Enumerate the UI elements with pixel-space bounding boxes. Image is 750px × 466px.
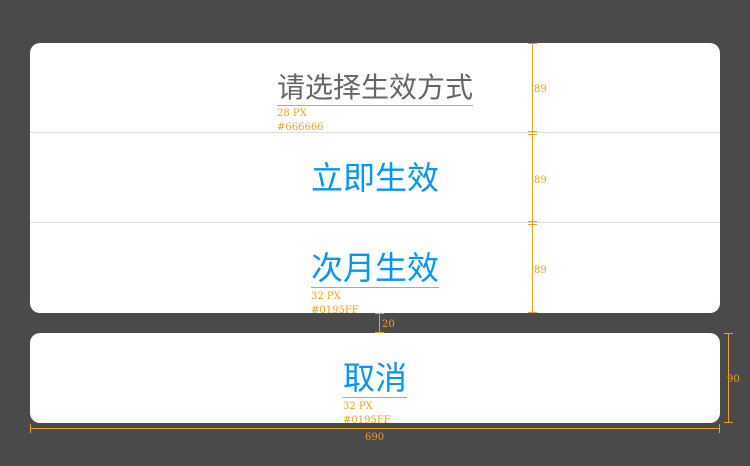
cancel-button[interactable]: 取消 32 PX #0195FF bbox=[30, 333, 720, 426]
guide-tick bbox=[375, 313, 384, 314]
gap-label: 20 bbox=[382, 319, 395, 330]
row3-height-label: 89 bbox=[534, 265, 547, 276]
row1-height-label: 89 bbox=[534, 84, 547, 95]
action-sheet: 请选择生效方式 28 PX #666666 立即生效 次月生效 32 PX #0… bbox=[30, 43, 720, 313]
guide-tick bbox=[719, 424, 720, 433]
cancel-label[interactable]: 取消 bbox=[342, 359, 407, 398]
guide-tick bbox=[528, 131, 537, 132]
guide-tick bbox=[528, 224, 537, 225]
row2-height-label: 89 bbox=[534, 175, 547, 186]
row-height-guide bbox=[532, 43, 533, 313]
guide-tick bbox=[528, 43, 537, 44]
guide-tick bbox=[528, 221, 537, 222]
gap-guide bbox=[379, 313, 380, 333]
option-next-month-row[interactable]: 次月生效 32 PX #0195FF bbox=[30, 223, 720, 314]
option-immediate-button[interactable]: 立即生效 bbox=[310, 158, 439, 197]
width-label: 690 bbox=[365, 432, 385, 443]
title-font-size-annotation: 28 PX bbox=[276, 107, 307, 119]
option-color-annotation: #0195FF bbox=[310, 304, 359, 314]
title-color-annotation: #666666 bbox=[276, 121, 324, 133]
cancel-height-label: 90 bbox=[727, 374, 740, 385]
action-sheet-title: 请选择生效方式 bbox=[276, 70, 473, 106]
guide-tick bbox=[724, 422, 733, 423]
width-guide bbox=[30, 428, 720, 429]
guide-tick bbox=[724, 333, 733, 334]
option-next-month-button[interactable]: 次月生效 bbox=[310, 248, 439, 288]
cancel-font-size-annotation: 32 PX bbox=[342, 401, 373, 412]
action-sheet-title-row: 请选择生效方式 28 PX #666666 bbox=[30, 43, 720, 133]
option-font-size-annotation: 32 PX bbox=[310, 290, 341, 302]
guide-tick bbox=[30, 424, 31, 433]
guide-tick bbox=[528, 312, 537, 313]
cancel-color-annotation: #0195FF bbox=[342, 415, 391, 426]
cancel-height-guide bbox=[728, 333, 729, 423]
guide-tick bbox=[375, 332, 384, 333]
option-immediate-row[interactable]: 立即生效 bbox=[30, 133, 720, 223]
guide-tick bbox=[528, 134, 537, 135]
